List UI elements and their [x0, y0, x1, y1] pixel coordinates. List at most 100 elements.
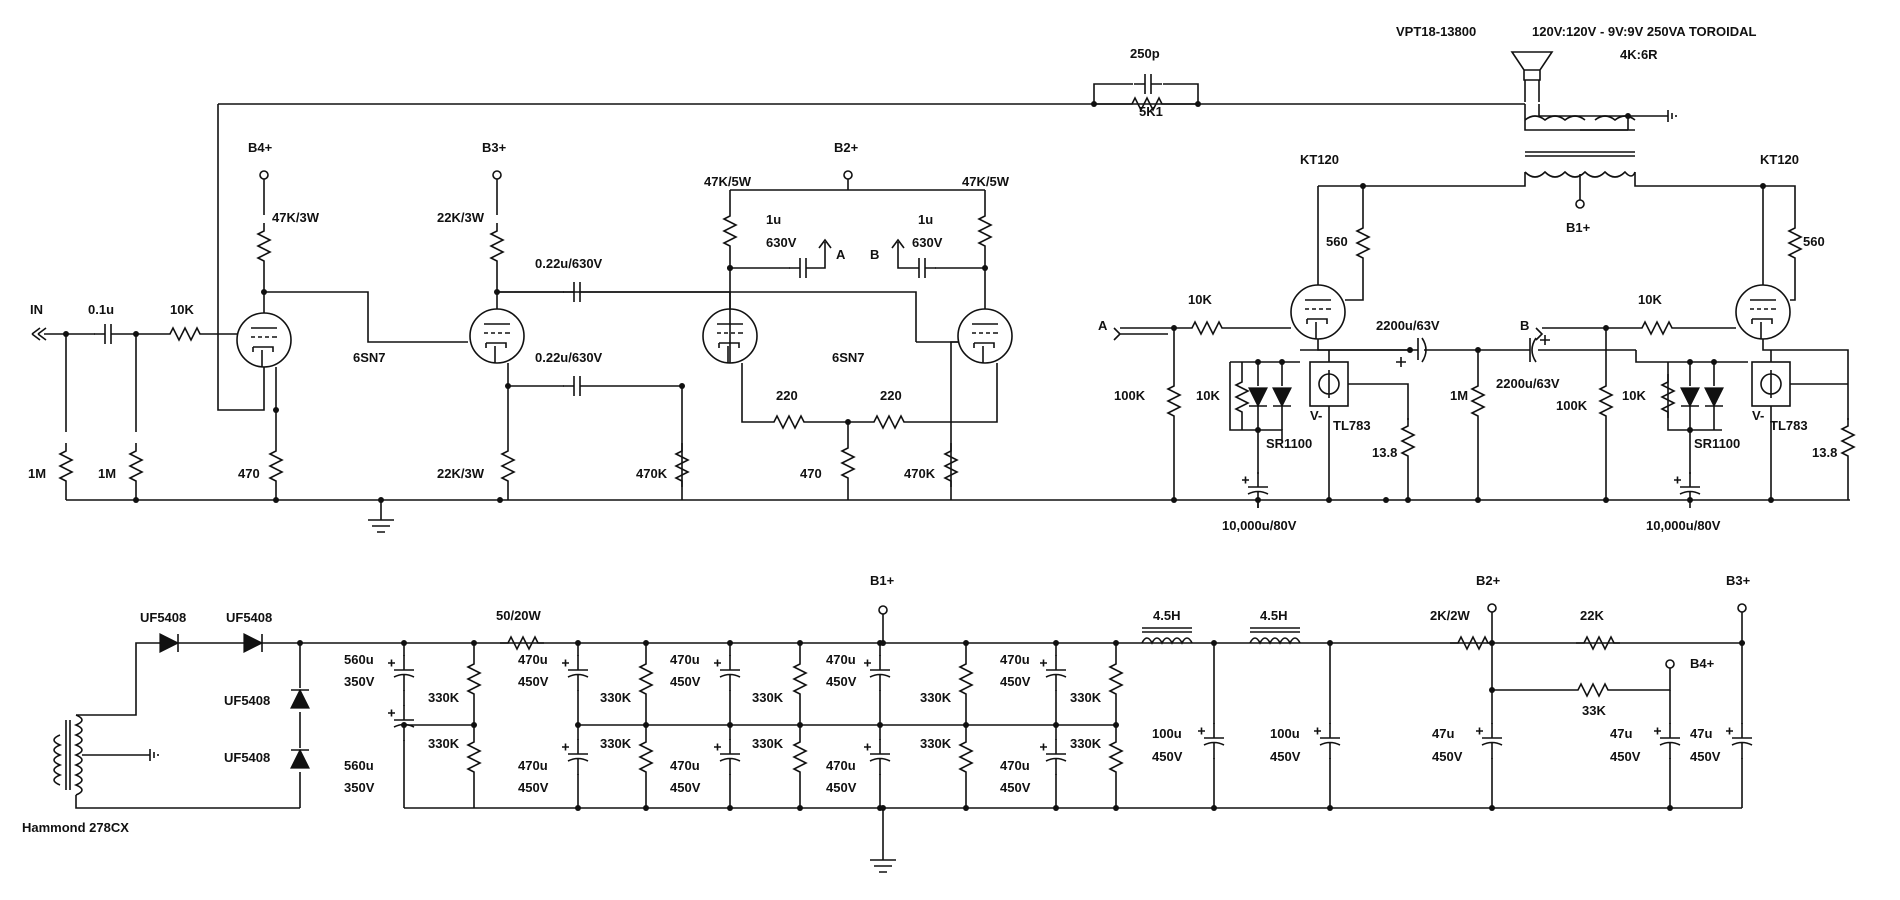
- node-b-out-label: B: [1520, 318, 1529, 333]
- tube-label-6sn7-2: 6SN7: [832, 350, 865, 365]
- reg-a-label: TL783: [1333, 418, 1371, 433]
- r330-2-label: 330K: [428, 736, 460, 751]
- d3-label: UF5408: [224, 693, 270, 708]
- node-a-label: A: [836, 247, 846, 262]
- tube-6sn7-1a: [236, 312, 292, 368]
- kt120-a-label: KT120: [1300, 152, 1339, 167]
- c470-3-voltage: 450V: [670, 674, 701, 689]
- c47c-value: 47u: [1690, 726, 1712, 741]
- r-mid-1m-label: 1M: [1450, 388, 1468, 403]
- r-tail-b-label: 220: [880, 388, 902, 403]
- r-plate-pi-a-label: 47K/5W: [704, 174, 752, 189]
- zener-a-label: SR1100: [1266, 436, 1312, 451]
- input-cap-label: 0.1u: [88, 302, 114, 317]
- c560a-value: 560u: [344, 652, 374, 667]
- c470-7-value: 470u: [1000, 652, 1030, 667]
- r-screen-a-label: 560: [1326, 234, 1348, 249]
- r330-6-label: 330K: [752, 736, 784, 751]
- b1-label-psu: B1+: [870, 573, 895, 588]
- amplifier-section: IN 0.1u 10K 1M 1M B4+ 47K/3W 470 6SN7 B3…: [28, 24, 1855, 533]
- c470-4-value: 470u: [670, 758, 700, 773]
- ground-icon-psu: [870, 808, 896, 873]
- fb-cap-label: 250p: [1130, 46, 1160, 61]
- c470-5-voltage: 450V: [826, 674, 857, 689]
- r-grid-pi-b-label: 470K: [904, 466, 936, 481]
- grid-stop-label: 10K: [170, 302, 194, 317]
- c100b-value: 100u: [1270, 726, 1300, 741]
- input-label: IN: [30, 302, 43, 317]
- toroid-label: 120V:120V - 9V:9V 250VA TOROIDAL: [1532, 24, 1757, 39]
- c47b-voltage: 450V: [1610, 749, 1641, 764]
- tube-6sn7-2b: [957, 308, 1013, 364]
- c47b-value: 47u: [1610, 726, 1632, 741]
- ground-icon-opt: [1628, 110, 1677, 122]
- cap-coupling-b-label: 0.22u/630V: [535, 350, 603, 365]
- r-screen-b-label: 560: [1803, 234, 1825, 249]
- b2-label-psu: B2+: [1476, 573, 1501, 588]
- ground-icon-psu-ct: [82, 749, 159, 761]
- opt-label: VPT18-13800: [1396, 24, 1476, 39]
- c560b-voltage: 350V: [344, 780, 375, 795]
- r-10k-a-label: 10K: [1196, 388, 1220, 403]
- b1-label-top: B1+: [1566, 220, 1591, 235]
- tube-kt120-a: [1290, 284, 1346, 340]
- r-bias-a-label: 100K: [1114, 388, 1146, 403]
- c47c-voltage: 450V: [1690, 749, 1721, 764]
- kt120-b-label: KT120: [1760, 152, 1799, 167]
- c100a-voltage: 450V: [1152, 749, 1183, 764]
- r330-3-label: 330K: [600, 690, 632, 705]
- r33k-label: 33K: [1582, 703, 1606, 718]
- c470-6-value: 470u: [826, 758, 856, 773]
- c100a-value: 100u: [1152, 726, 1182, 741]
- l1-label: 4.5H: [1153, 608, 1180, 623]
- c470-7-voltage: 450V: [1000, 674, 1031, 689]
- r-plate2-label: 22K/3W: [437, 210, 485, 225]
- b3-label-top: B3+: [482, 140, 507, 155]
- reg-b-label: TL783: [1770, 418, 1808, 433]
- ladder: 470u 450V 470u 450V 470u 450V 470u 450V …: [518, 640, 1123, 811]
- r2k-label: 2K/2W: [1430, 608, 1470, 623]
- transformer-label: Hammond 278CX: [22, 820, 129, 835]
- node-b-label: B: [870, 247, 879, 262]
- d2-label: UF5408: [226, 610, 272, 625]
- b2-label-top: B2+: [834, 140, 859, 155]
- r-grid-pi-a-label: 470K: [636, 466, 668, 481]
- c470-2-value: 470u: [518, 758, 548, 773]
- c470-3-value: 470u: [670, 652, 700, 667]
- r-tail-a-label: 220: [776, 388, 798, 403]
- r-grid-out-b-label: 10K: [1638, 292, 1662, 307]
- vminus-b-label: V-: [1752, 408, 1764, 423]
- c470-1-voltage: 450V: [518, 674, 549, 689]
- r-tail-common-label: 470: [800, 466, 822, 481]
- r-10k-b-label: 10K: [1622, 388, 1646, 403]
- r-in-1m-a-label: 1M: [28, 466, 46, 481]
- l2-label: 4.5H: [1260, 608, 1287, 623]
- tube-kt120-b: [1735, 284, 1791, 340]
- ratio-label: 4K:6R: [1620, 47, 1658, 62]
- r-series-label: 50/20W: [496, 608, 542, 623]
- c470-4-voltage: 450V: [670, 780, 701, 795]
- speaker-icon: [1510, 51, 1554, 81]
- c470-6-voltage: 450V: [826, 780, 857, 795]
- c47a-value: 47u: [1432, 726, 1454, 741]
- c470-5-value: 470u: [826, 652, 856, 667]
- r330-1-label: 330K: [428, 690, 460, 705]
- node-a-out-label: A: [1098, 318, 1108, 333]
- cap-out-a-value: 1u: [766, 212, 781, 227]
- cap-coupling-a-label: 0.22u/630V: [535, 256, 603, 271]
- d1-label: UF5408: [140, 610, 186, 625]
- b4-label-psu: B4+: [1690, 656, 1715, 671]
- tube-label-6sn7-1: 6SN7: [353, 350, 386, 365]
- r-plate-pi-b-label: 47K/5W: [962, 174, 1010, 189]
- d4-label: UF5408: [224, 750, 270, 765]
- vminus-a-label: V-: [1310, 408, 1322, 423]
- b4-label-top: B4+: [248, 140, 273, 155]
- cap-out-b-value: 1u: [918, 212, 933, 227]
- c470-1-value: 470u: [518, 652, 548, 667]
- r-13-8-a-label: 13.8: [1372, 445, 1397, 460]
- r330-8-label: 330K: [920, 736, 952, 751]
- r-cath1-label: 470: [238, 466, 260, 481]
- r-13-8-b-label: 13.8: [1812, 445, 1837, 460]
- cap-big-b-label: 10,000u/80V: [1646, 518, 1721, 533]
- r22k-label: 22K: [1580, 608, 1604, 623]
